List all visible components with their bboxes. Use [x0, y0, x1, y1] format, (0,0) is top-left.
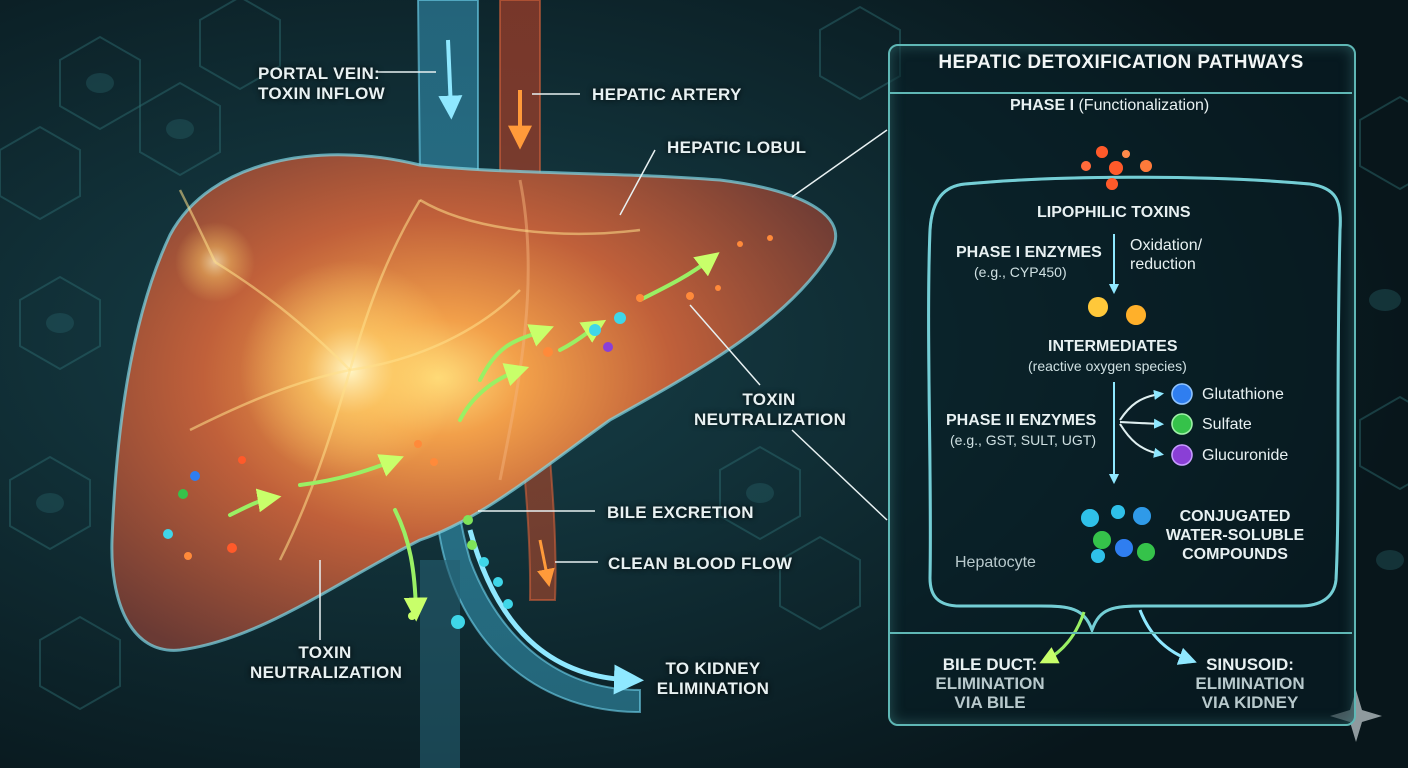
background-hex-pattern — [0, 0, 1408, 711]
intermediates-label: INTERMEDIATES — [1048, 338, 1178, 355]
conjugated-line3: COMPOUNDS — [1182, 546, 1288, 563]
hepatic-lobul-label: HEPATIC LOBUL — [667, 138, 807, 157]
sinusoid-label-line2: ELIMINATION — [1195, 674, 1305, 693]
to-kidney-label: TO KIDNEY ELIMINATION — [648, 659, 778, 699]
phase1-subheading: (Functionalization) — [1078, 97, 1210, 114]
bile-duct-label-line3: VIA BILE — [954, 693, 1026, 712]
portal-vein-label-line2: TOXIN INFLOW — [258, 84, 385, 103]
toxin-neutralization-bottom-line2: NEUTRALIZATION — [250, 663, 403, 682]
oxidation-label-line1: Oxidation/ — [1130, 237, 1203, 254]
clean-blood-arrow — [537, 539, 555, 588]
hepatocyte-label: Hepatocyte — [955, 554, 1036, 571]
bile-duct-label: BILE DUCT: ELIMINATION VIA BILE — [920, 655, 1060, 712]
toxin-neutralization-bottom-line1: TOXIN — [298, 643, 352, 662]
panel-title: HEPATIC DETOXIFICATION PATHWAYS — [938, 52, 1304, 73]
lower-vein — [420, 560, 460, 768]
hepatic-artery-label: HEPATIC ARTERY — [592, 85, 742, 104]
sulfate-label: Sulfate — [1202, 416, 1252, 433]
bile-flow-arrows — [228, 252, 720, 622]
conjugated-line1: CONJUGATED — [1179, 508, 1291, 525]
glutathione-label: Glutathione — [1202, 386, 1284, 403]
phase2-enzymes-label: PHASE II ENZYMES — [946, 412, 1097, 429]
intermediates-sublabel: (reactive oxygen species) — [1028, 358, 1187, 374]
phase2-enzymes-example: (e.g., GST, SULT, UGT) — [950, 432, 1096, 448]
bile-excretion-label: BILE EXCRETION — [607, 503, 754, 522]
toxin-neutralization-right-line1: TOXIN — [742, 390, 796, 409]
to-kidney-label-line2: ELIMINATION — [656, 679, 770, 698]
toxin-particles — [163, 235, 773, 629]
phase1-heading-line: PHASE I (Functionalization) — [1010, 96, 1209, 115]
sparkle-icon — [1330, 690, 1382, 742]
lipophilic-toxins-label: LIPOPHILIC TOXINS — [1037, 204, 1191, 221]
phase1-heading: PHASE I — [1010, 97, 1075, 114]
panel-bottom-divider — [890, 632, 1352, 634]
sinusoid-label-line1: SINUSOID: — [1206, 655, 1294, 674]
phase1-enzymes-label: PHASE I ENZYMES — [956, 244, 1102, 261]
oxidation-label-line2: reduction — [1130, 256, 1196, 273]
clean-blood-flow-label: CLEAN BLOOD FLOW — [608, 554, 793, 573]
portal-vein-inflow-arrow — [438, 39, 463, 120]
portal-vein-label-line1: PORTAL VEIN: — [258, 64, 380, 83]
panel-title-divider — [890, 92, 1352, 94]
conjugated-line2: WATER-SOLUBLE — [1165, 527, 1305, 544]
toxin-neutralization-label-right: TOXIN NEUTRALIZATION — [694, 390, 847, 430]
bile-duct-label-line1: BILE DUCT: — [942, 655, 1038, 674]
liver-vessel-branches — [178, 189, 641, 561]
detox-pathways-panel — [888, 44, 1356, 726]
leader-lines — [319, 71, 888, 640]
sinusoid-label-line3: VIA KIDNEY — [1201, 693, 1299, 712]
phase1-enzymes-example: (e.g., CYP450) — [974, 264, 1067, 280]
background-cells — [36, 73, 1404, 570]
to-kidney-arrow — [467, 529, 644, 695]
glucuronide-label: Glucuronide — [1202, 447, 1289, 464]
toxin-neutralization-label-bottom: TOXIN NEUTRALIZATION — [250, 643, 403, 683]
bile-duct-label-line2: ELIMINATION — [935, 674, 1045, 693]
liver-lobe-divider — [498, 179, 530, 481]
sinusoid-label: SINUSOID: ELIMINATION VIA KIDNEY — [1180, 655, 1320, 712]
conjugated-compounds-label: CONJUGATED WATER-SOLUBLE COMPOUNDS — [1160, 507, 1310, 564]
oxidation-reduction-label: Oxidation/ reduction — [1130, 236, 1202, 274]
toxin-neutralization-right-line2: NEUTRALIZATION — [694, 410, 847, 429]
portal-vein-label: PORTAL VEIN: TOXIN INFLOW — [258, 64, 385, 104]
to-kidney-label-line1: TO KIDNEY — [665, 659, 761, 678]
